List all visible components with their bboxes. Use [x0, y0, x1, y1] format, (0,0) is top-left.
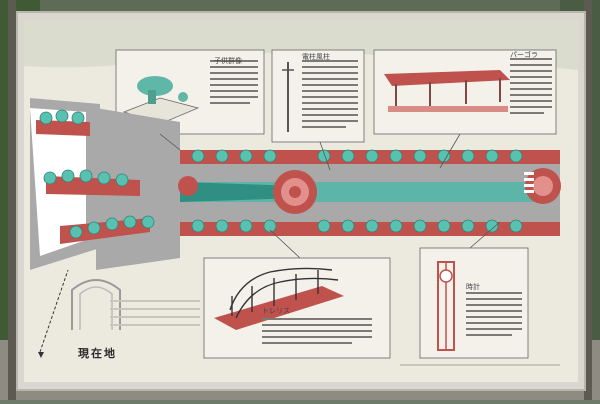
label-pergola: パーゴラ: [510, 51, 538, 59]
panel-pergola: [373, 49, 557, 135]
park-map: [30, 98, 561, 270]
label-trellis: トレリス: [262, 307, 290, 315]
panel-pole: [271, 49, 365, 143]
panel-clock-tower: [419, 247, 529, 359]
entrance-arch: [38, 269, 121, 358]
you-are-here-label: 現在地: [78, 347, 117, 360]
label-clock: 時計: [466, 283, 480, 291]
label-pole: 電柱風柱: [302, 53, 330, 61]
panel-trellis: [203, 257, 391, 359]
label-children-statue: 子供群像: [214, 57, 242, 65]
